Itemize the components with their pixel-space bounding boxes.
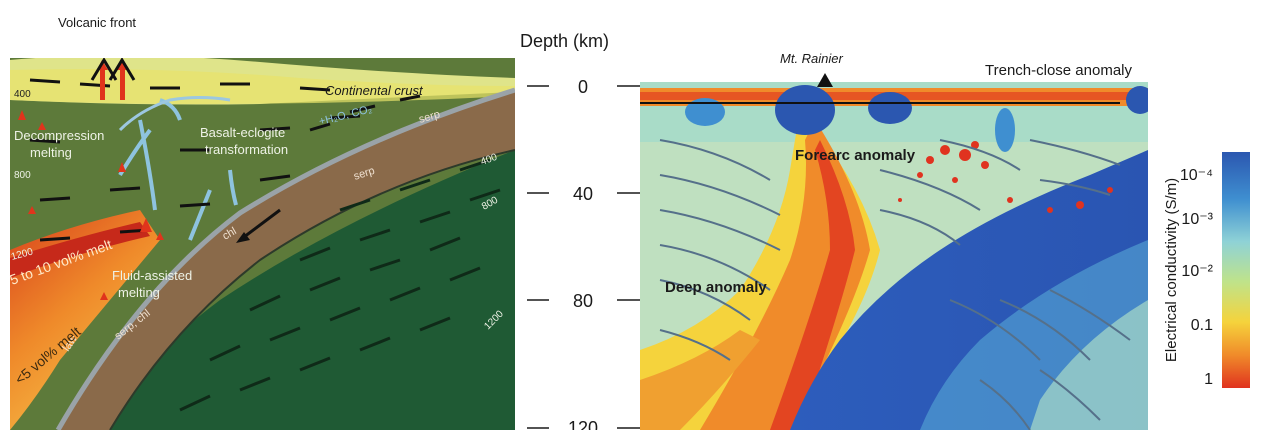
oceanic-slab-mantle	[90, 150, 515, 430]
melt-zone	[10, 210, 160, 430]
isotherm-800-left: 800	[14, 170, 31, 181]
trench-close-label: Trench-close anomaly	[985, 62, 1133, 79]
colorbar-tick-1e-2: 10⁻²	[1181, 263, 1213, 280]
colorbar-tick-1: 1	[1204, 371, 1213, 388]
colorbar-tick-0-1: 0.1	[1191, 317, 1213, 334]
mt-rainier-label: Mt. Rainier	[780, 51, 844, 66]
decompression-melting-label-2: melting	[30, 145, 72, 160]
slab-arrow	[239, 208, 281, 242]
depth-tick-80: 80	[573, 291, 593, 311]
depth-tick-120: 120	[568, 418, 598, 430]
forearc-dots	[898, 141, 1113, 213]
basalt-eclogite-label-1: Basalt-eclogite	[200, 125, 285, 140]
depth-axis-title: Depth (km)	[520, 31, 609, 51]
colorbar-tick-1e-4: 10⁻⁴	[1180, 167, 1213, 184]
fluid-assisted-label-1: Fluid-assisted	[112, 268, 192, 283]
colorbar-label: Electrical conductivity (S/m)	[1163, 178, 1180, 362]
isotherm-400-left: 400	[14, 89, 31, 100]
subduction-schematic	[10, 58, 515, 430]
oceanic-crust-band	[60, 92, 515, 430]
decompression-melting-label-1: Decompression	[14, 128, 104, 143]
deep-anomaly-label: Deep anomaly	[665, 279, 767, 296]
depth-tick-0: 0	[578, 77, 588, 97]
serp-top-label: serp	[418, 108, 442, 125]
volcanic-front-label: Volcanic front	[58, 15, 136, 30]
depth-tick-40: 40	[573, 184, 593, 204]
conductivity-model	[640, 82, 1148, 430]
fluid-assisted-label-2: melting	[118, 285, 160, 300]
melt-band	[10, 222, 150, 278]
continental-crust-label: Continental crust	[325, 83, 424, 98]
colorbar: Electrical conductivity (S/m) 10⁻⁴ 10⁻³ …	[1163, 152, 1250, 388]
volcano-icon	[90, 58, 136, 81]
slab-isotherm-dashes	[179, 158, 501, 412]
streamlines	[659, 139, 1131, 430]
forearc-anomaly-label: Forearc anomaly	[795, 147, 916, 164]
volcano-marker-icon	[817, 73, 833, 87]
colorbar-gradient	[1222, 152, 1250, 388]
colorbar-tick-1e-3: 10⁻³	[1181, 211, 1213, 228]
depth-axis: Depth (km) 0 40 80 120	[520, 31, 640, 430]
basalt-eclogite-label-2: transformation	[205, 142, 288, 157]
conductor-blue-1	[775, 85, 835, 135]
